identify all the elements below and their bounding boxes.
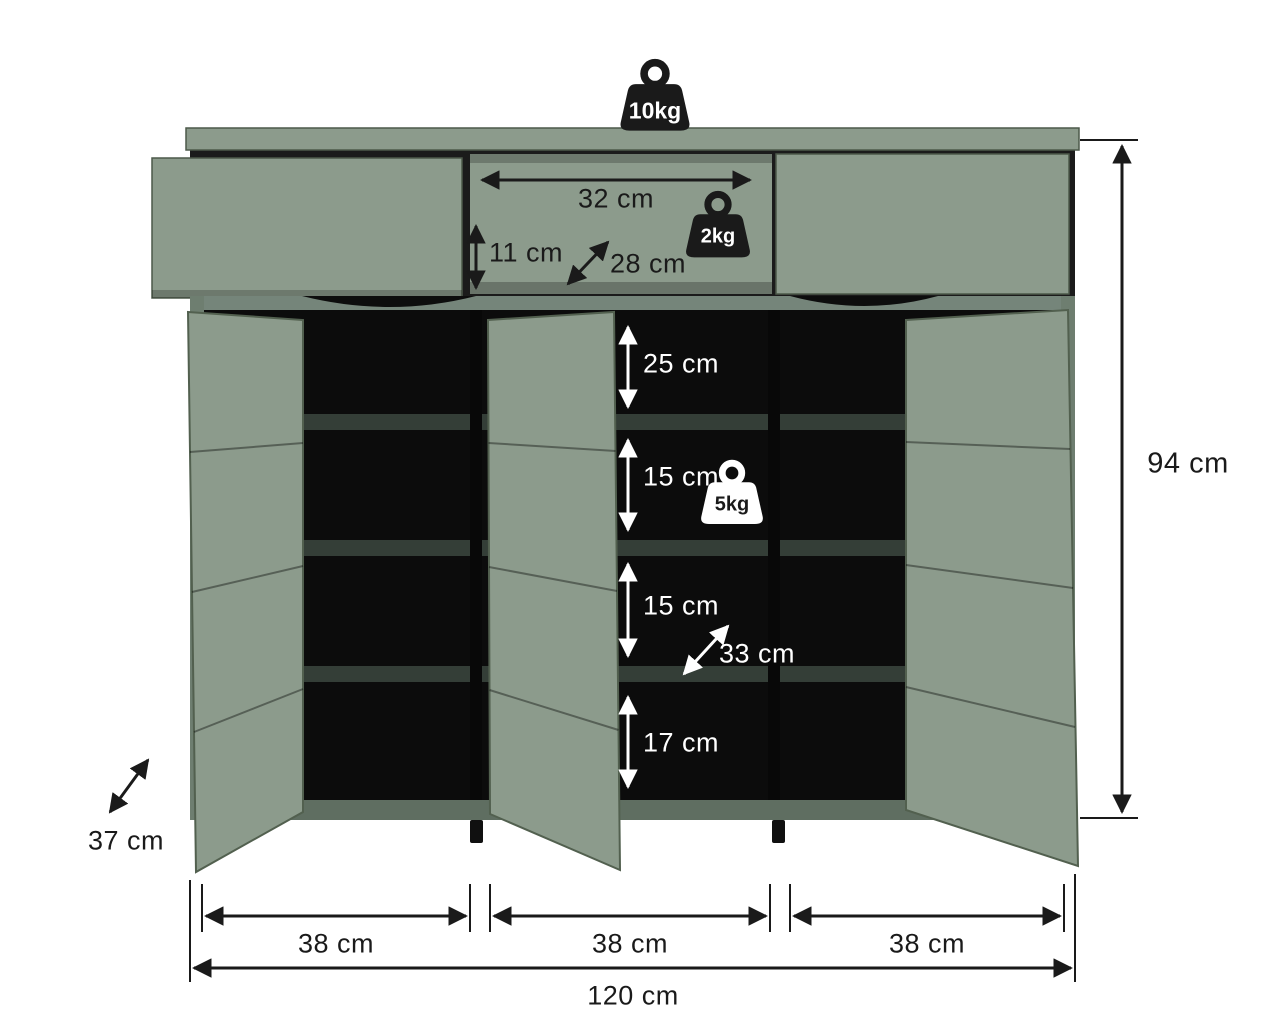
dimension-label-compartment-3: 15 cm [642, 590, 720, 621]
section-width-dimensions [201, 884, 1065, 932]
dimension-label-compartment-2: 15 cm [642, 461, 720, 492]
compartment-height-dimensions [618, 325, 730, 789]
vertical-divider [470, 310, 482, 800]
right-door-open [905, 308, 1080, 868]
dimension-label-drawer-height: 11 cm [488, 237, 564, 268]
dimension-label-drawer-depth: 28 cm [609, 248, 687, 279]
dimension-label-cabinet-depth: 37 cm [87, 825, 165, 856]
shelf [204, 414, 1061, 430]
weight-label-shelf: 5kg [714, 493, 750, 516]
dimension-label-cabinet-width: 120 cm [587, 980, 679, 1011]
dimension-label-compartment-1: 25 cm [642, 348, 720, 379]
shelf [204, 666, 1061, 682]
right-drawer [775, 153, 1070, 295]
shelf [204, 540, 1061, 556]
interior-shelves [204, 310, 1061, 800]
foot [470, 820, 483, 843]
foot [772, 820, 785, 843]
dimension-label-compartment-depth: 33 cm [718, 638, 796, 669]
door-notch [302, 296, 476, 307]
height-dimension [1080, 139, 1138, 819]
door-notch [790, 296, 938, 306]
dimension-label-cabinet-height: 94 cm [1147, 447, 1229, 480]
total-width-dimension [189, 874, 1076, 982]
weight-label-drawer: 2kg [700, 225, 736, 248]
cabinet-depth-dimension [108, 758, 150, 814]
dimension-label-section-right: 38 cm [888, 928, 966, 959]
drawer-depth-dimension [566, 240, 610, 286]
dimension-label-section-left: 38 cm [297, 928, 375, 959]
dimension-label-compartment-4: 17 cm [642, 727, 720, 758]
left-door-open [186, 310, 304, 874]
cabinet-feet [206, 820, 1060, 846]
dimension-label-drawer-width: 32 cm [577, 183, 655, 214]
cabinet-top-panel [185, 127, 1080, 151]
middle-door-open [486, 310, 622, 872]
left-drawer-open [151, 157, 463, 299]
vertical-divider [768, 310, 780, 800]
weight-label-top: 10kg [628, 97, 682, 124]
dimension-label-section-middle: 38 cm [591, 928, 669, 959]
